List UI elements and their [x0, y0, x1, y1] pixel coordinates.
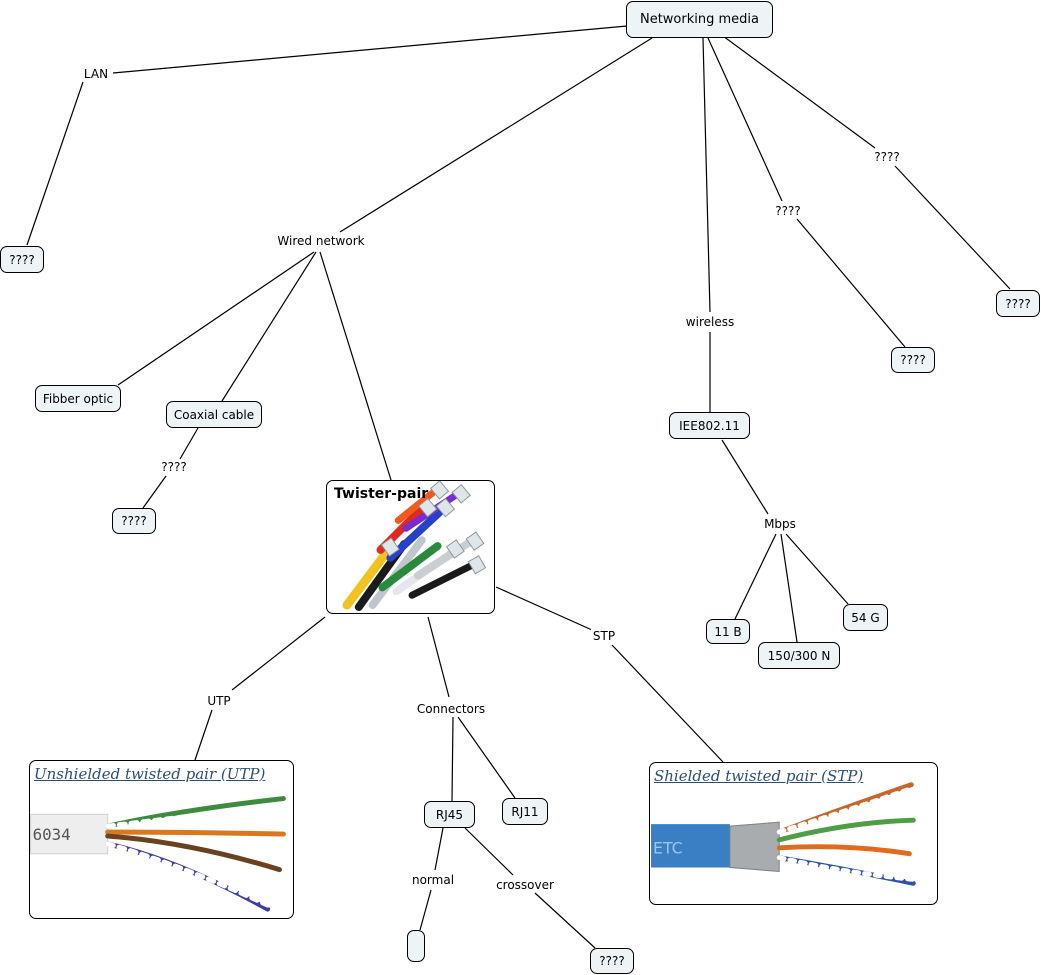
mid-target-node[interactable]: ????	[891, 347, 935, 373]
label-connectors: Connectors	[414, 702, 488, 716]
edge-crossover-target	[534, 892, 596, 949]
coax-target-node[interactable]: ????	[112, 508, 156, 534]
label-unknown-mid: ????	[773, 204, 803, 218]
edge-normal-target	[419, 889, 432, 931]
rj11-node[interactable]: RJ11	[502, 798, 548, 825]
11b-node[interactable]: 11 B	[706, 619, 750, 644]
edge-root-wired	[339, 37, 653, 233]
edge-stp-box	[611, 644, 724, 763]
label-unknown-right: ????	[872, 150, 902, 164]
150-300n-label: 150/300 N	[767, 648, 831, 663]
mid-target-label: ????	[900, 353, 926, 367]
root-node[interactable]: Networking media	[626, 1, 773, 38]
right-target-label: ????	[1005, 296, 1031, 311]
label-coax-unknown: ????	[159, 460, 189, 474]
label-crossover: crossover	[494, 878, 556, 892]
twisted-pair-title: Twister-pair	[334, 486, 429, 502]
label-normal: normal	[409, 873, 457, 887]
edge-tp-utp	[231, 616, 326, 691]
coaxial-cable-label: Coaxial cable	[173, 407, 255, 422]
twisted-pair-node[interactable]: Twister-pair	[326, 480, 495, 614]
label-mbps: Mbps	[762, 517, 798, 531]
edge-tp-stp	[495, 586, 593, 631]
edge-root-qmid	[707, 37, 783, 202]
normal-target-node[interactable]	[407, 930, 425, 962]
edge-connectors-rj45	[451, 716, 454, 802]
edge-q-target	[142, 475, 167, 509]
edge-lan-target	[26, 81, 84, 246]
54g-label: 54 G	[851, 610, 880, 625]
edge-tp-connectors	[427, 616, 450, 698]
11b-label: 11 B	[714, 624, 742, 639]
rj45-node[interactable]: RJ45	[424, 801, 475, 828]
label-wired-network: Wired network	[275, 234, 367, 248]
lan-target-label: ????	[9, 252, 35, 267]
coaxial-cable-node[interactable]: Coaxial cable	[166, 401, 262, 428]
edge-wired-coax	[221, 251, 317, 402]
edge-mbps-11b	[734, 533, 777, 620]
right-target-node[interactable]: ????	[996, 290, 1040, 317]
edge-coax-q	[179, 427, 199, 460]
root-node-label: Networking media	[639, 12, 759, 27]
coax-target-label: ????	[121, 514, 147, 528]
edge-rj45-crossover	[464, 827, 514, 876]
edge-utp-box	[194, 709, 213, 761]
utp-image-node[interactable]: 6034 Unshielded twisted pair (UTP)	[29, 760, 294, 919]
edge-mbps-150	[780, 533, 798, 643]
lan-target-node[interactable]: ????	[0, 246, 44, 273]
ethernet-cables-picture	[342, 481, 487, 612]
ieee-label: IEE802.11	[679, 418, 740, 433]
crossover-target-node[interactable]: ????	[590, 948, 634, 974]
54g-node[interactable]: 54 G	[843, 604, 888, 631]
ieee-node[interactable]: IEE802.11	[669, 412, 750, 439]
edge-rj45-normal	[434, 827, 444, 871]
utp-image-title: Unshielded twisted pair (UTP)	[34, 765, 266, 783]
edge-wired-fibber	[117, 251, 315, 386]
edge-qmid-target	[796, 218, 906, 348]
stp-image-title: Shielded twisted pair (STP)	[654, 767, 864, 785]
edge-mbps-54g	[785, 533, 849, 605]
utp-cable-picture: 6034	[30, 796, 286, 912]
edge-root-wireless	[702, 37, 711, 313]
fibber-optic-node[interactable]: Fibber optic	[35, 385, 121, 412]
edge-root-lan	[112, 25, 628, 74]
edge-root-qright	[722, 35, 876, 149]
rj45-label: RJ45	[435, 807, 464, 822]
stp-image-node[interactable]: ETC Shielded twisted pair (STP)	[649, 762, 938, 905]
crossover-target-label: ????	[599, 954, 625, 968]
edge-wired-tp	[319, 251, 392, 481]
stp-cable-print: ETC	[653, 839, 683, 858]
utp-cable-print: 6034	[33, 825, 71, 844]
label-stp: STP	[590, 629, 618, 643]
edge-connectors-rj11	[457, 716, 516, 799]
label-wireless: wireless	[683, 315, 737, 329]
fibber-optic-label: Fibber optic	[42, 391, 114, 406]
150-300n-node[interactable]: 150/300 N	[758, 642, 840, 669]
label-utp: UTP	[205, 694, 233, 708]
label-lan: LAN	[81, 67, 111, 81]
edge-ieee-mbps	[721, 439, 769, 515]
rj11-label: RJ11	[511, 804, 539, 819]
edge-qright-target	[894, 165, 1011, 290]
stp-cable-picture: ETC	[651, 782, 916, 886]
